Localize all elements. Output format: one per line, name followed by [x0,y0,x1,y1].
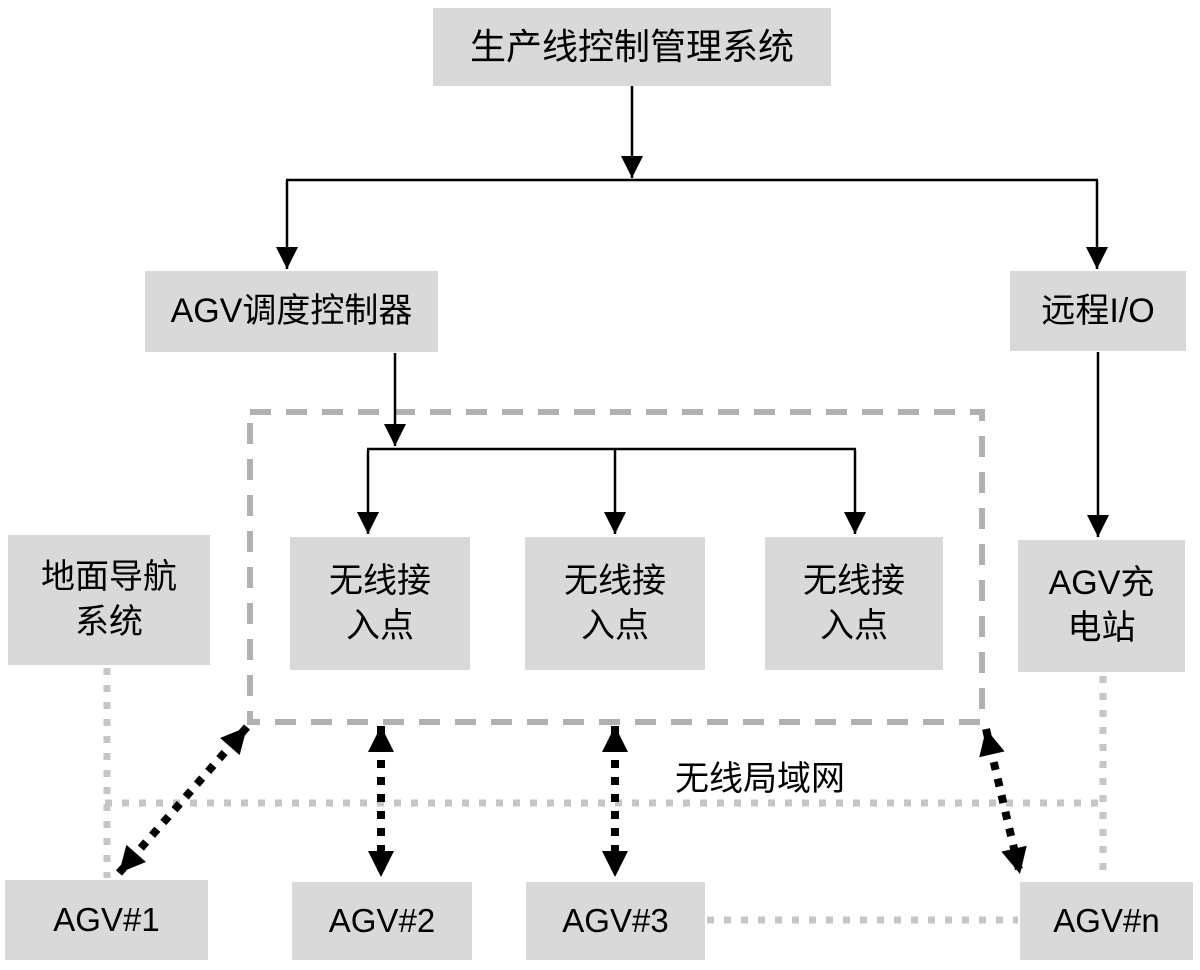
node-wireless-access-point-1: 无线接 入点 [290,537,470,670]
node-production-line-system: 生产线控制管理系统 [433,8,831,86]
node-wireless-access-point-3: 无线接 入点 [765,537,943,670]
node-agv-dispatch-controller: AGV调度控制器 [145,271,438,352]
node-agv-1: AGV#1 [5,880,208,960]
node-ground-navigation-system: 地面导航 系统 [8,535,210,665]
node-agv-charging-station: AGV充 电站 [1018,540,1185,672]
node-agv-2: AGV#2 [292,882,472,960]
node-wireless-access-point-2: 无线接 入点 [525,537,705,670]
radio-link-zone-to-agvn [979,728,1027,875]
node-agv-3: AGV#3 [526,882,705,960]
node-agv-n: AGV#n [1020,882,1193,960]
wlan-zone-dashed-border [247,409,985,725]
node-remote-io: 远程I/O [1010,271,1186,351]
wlan-label: 无线局域网 [675,760,845,798]
